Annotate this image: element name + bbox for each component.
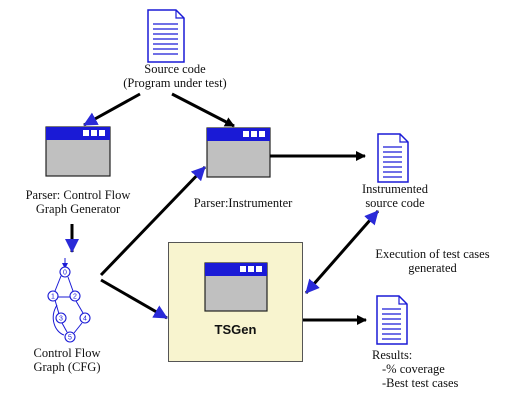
instrumented-line1: Instrumented: [362, 182, 428, 196]
arrow-source-to-parser: [83, 92, 141, 127]
instrumented-label: Instrumented source code: [340, 182, 450, 210]
execution-line1: Execution of test cases: [375, 247, 490, 261]
arrow-cfg-to-instrumenter: [99, 165, 207, 277]
source-document-icon: [147, 9, 185, 63]
source-code-label: Source code (Program under test): [110, 62, 240, 90]
instrumented-document-icon: [377, 133, 409, 183]
arrow-cfg-to-tsgen: [100, 278, 168, 320]
cfg-line1: Control Flow: [33, 346, 101, 360]
cfg-node-0: 0: [63, 270, 67, 277]
results-line2: -% coverage: [382, 362, 445, 376]
parser-cfg-line1: Parser: Control Flow: [25, 188, 131, 202]
source-code-line1: Source code: [144, 62, 206, 76]
parser-cfg-window-icon: [45, 126, 111, 177]
cfg-label: Control Flow Graph (CFG): [12, 346, 122, 374]
results-label: Results: -% coverage -Best test cases: [372, 348, 458, 390]
cfg-node-1: 1: [51, 294, 55, 301]
execution-label: Execution of test cases generated: [355, 247, 510, 275]
tsgen-window-icon: [204, 262, 268, 312]
cfg-graph-icon: 0 1 2 3 4 5: [47, 258, 91, 343]
source-code-line2: (Program under test): [123, 76, 227, 90]
results-document-icon: [376, 295, 408, 345]
arrow-tsgen-instrumented-bidirectional: [304, 210, 380, 294]
parser-cfg-line2: Graph Generator: [35, 202, 121, 216]
tsgen-label: TSGen: [214, 322, 257, 337]
instrumented-line2: source code: [365, 196, 425, 210]
cfg-node-4: 4: [83, 316, 87, 323]
cfg-line2: Graph (CFG): [33, 360, 101, 374]
arrow-source-to-instrumenter: [171, 92, 235, 128]
cfg-node-2: 2: [73, 294, 77, 301]
results-line1: Results:: [372, 348, 413, 362]
execution-line2: generated: [408, 261, 457, 275]
cfg-node-3: 3: [59, 316, 63, 323]
parser-cfg-label: Parser: Control Flow Graph Generator: [3, 188, 153, 216]
results-line3: -Best test cases: [382, 376, 459, 390]
instrumenter-label: Parser:Instrumenter: [193, 196, 293, 210]
cfg-node-5: 5: [68, 335, 72, 342]
instrumenter-window-icon: [206, 127, 271, 178]
